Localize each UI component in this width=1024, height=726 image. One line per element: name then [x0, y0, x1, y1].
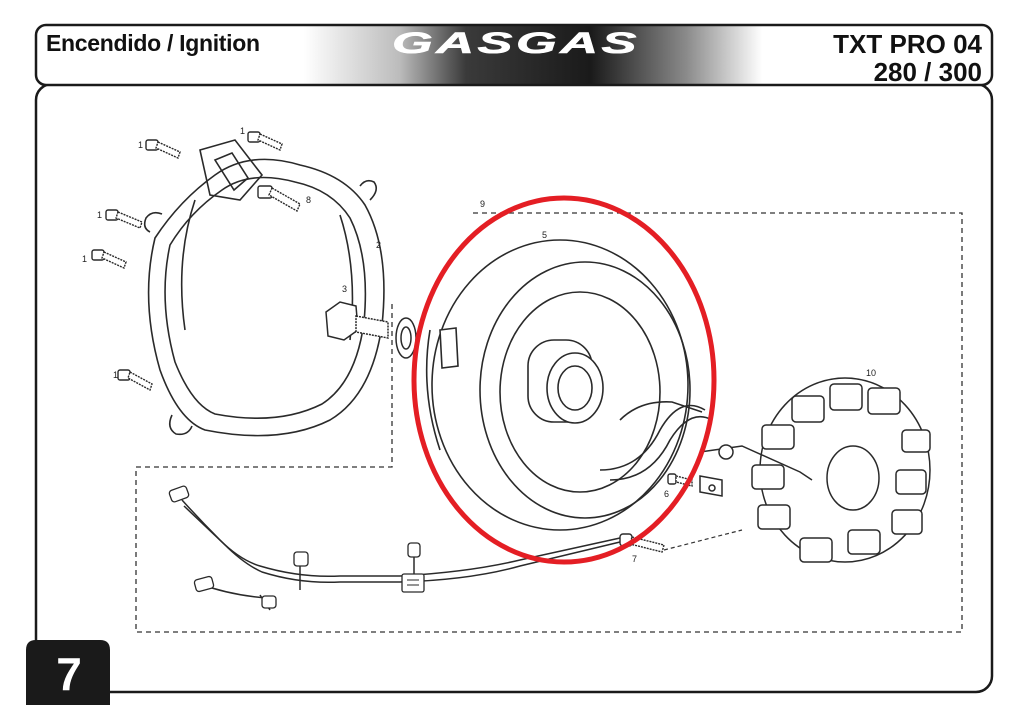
part-label: 5 [542, 230, 547, 240]
flywheel-rotor [425, 239, 713, 531]
header-bar [34, 23, 994, 87]
part-label: 3 [342, 284, 347, 294]
page-number-tab [26, 640, 110, 705]
part-label: 1 [138, 140, 143, 150]
connector-icon [407, 542, 421, 558]
wiring-harness [181, 499, 621, 611]
brand-logo: GASGAS [392, 27, 640, 61]
part-label: 8 [306, 195, 311, 205]
connector-icon [293, 551, 309, 567]
connector-icon [261, 595, 277, 609]
cover-bolts [91, 131, 301, 392]
part-label: 9 [480, 199, 485, 209]
harness-connectors [168, 485, 425, 609]
bolt-icon [247, 131, 283, 151]
connector-block-icon [401, 573, 425, 593]
part-label: 1 [240, 126, 245, 136]
stator-assembly [699, 377, 931, 563]
stator-coils [751, 383, 931, 563]
highlight-circle [411, 195, 717, 565]
bolt-icon [145, 139, 181, 159]
part-label: 1 [97, 210, 102, 220]
part-label: 6 [664, 489, 669, 499]
connector-icon [168, 485, 190, 503]
assembly-boundary [135, 212, 963, 633]
flywheel-nut [325, 301, 417, 359]
page-number: 7 [56, 648, 82, 700]
model-line-1: TXT PRO 04 [833, 29, 982, 59]
part-label: 7 [632, 554, 637, 564]
connector-icon [193, 575, 215, 593]
part-label: 1 [113, 370, 118, 380]
part-label: 2 [376, 240, 381, 250]
model-designation: TXT PRO 04 280 / 300 [833, 30, 982, 86]
model-line-2: 280 / 300 [873, 57, 982, 87]
page-title: Encendido / Ignition [46, 30, 260, 56]
bolt-icon [91, 249, 127, 269]
part-label: 1 [82, 254, 87, 264]
brand-text: GASGAS [392, 27, 640, 60]
bolt-icon [105, 209, 143, 229]
ignition-cover [143, 139, 385, 437]
part-label: 10 [866, 368, 876, 378]
bolt-icon [117, 369, 153, 392]
stud-icon [257, 185, 301, 212]
screw-guide [663, 529, 743, 551]
